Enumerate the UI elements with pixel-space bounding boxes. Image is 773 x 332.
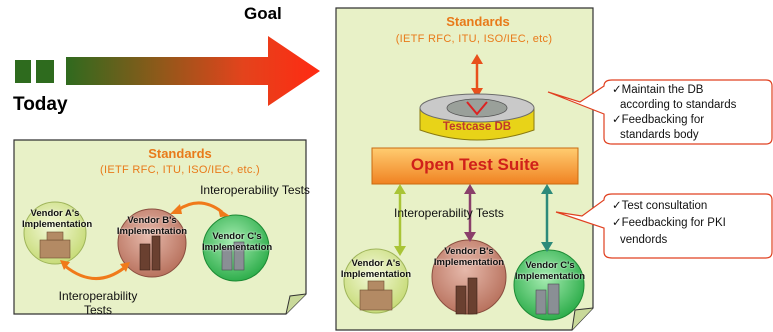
open-test-suite-label: Open Test Suite [410,155,540,174]
left-interop-top-label: Interoperability Tests [200,183,310,197]
right-building-a-icon [359,280,393,311]
left-standards-title: Standards [148,146,212,161]
goal-label: Goal [244,4,282,23]
suite-vendor-a-arrow [394,184,406,256]
left-building-c-icon [221,241,245,271]
right-building-b-icon [455,277,478,315]
right-vendor-c-label: Vendor C's Implementation [514,260,586,282]
bubble-bottom-line-3: vendords [620,234,668,246]
bubble-top-line-2: according to standards [620,99,737,111]
right-building-c-icon [535,283,560,315]
left-vendor-b-label: Vendor B's Implementation [116,215,188,237]
left-building-a-icon [39,231,71,259]
timeline-block-2 [36,60,54,83]
suite-vendor-b-arrow [464,184,476,242]
left-vendor-a-label: Vendor A's Implementation [22,208,93,230]
timeline-block-1 [15,60,31,83]
bubble-top [547,79,773,145]
bubble-top-line-3: ✓Feedbacking for [612,114,705,126]
bubble-top-line-1: ✓Maintain the DB [612,84,704,96]
right-standards-title: Standards [446,14,510,29]
right-interop-label: Interoperability Tests [394,206,504,220]
testcase-db-label: Testcase DB [442,121,512,133]
testcase-db-icon [419,93,535,141]
right-standards-subtitle: (IETF RFC, ITU, ISO/IEC, etc) [395,33,553,45]
right-vendor-a-label: Vendor A's Implementation [340,258,412,280]
bubble-bottom [555,193,773,259]
bubble-bottom-line-2: ✓Feedbacking for PKI [612,217,726,229]
bubble-bottom-line-1: ✓Test consultation [612,200,708,212]
right-vendor-b-label: Vendor B's Implementation [433,246,505,268]
left-vendor-c-label: Vendor C's Implementation [202,231,273,253]
left-interop-bottom-label: Interoperability Tests [58,289,138,317]
left-building-b-icon [139,235,161,271]
left-interop-arrow-ab [64,264,125,280]
today-label: Today [13,94,68,115]
goal-arrow [66,36,320,106]
bubble-top-line-4: standards body [620,129,699,141]
left-standards-subtitle: (IETF RFC, ITU, ISO/IEC, etc.) [100,164,260,176]
open-test-suite-box [371,147,579,185]
left-interop-arrow-bc [177,201,223,214]
suite-vendor-c-arrow [541,184,553,252]
